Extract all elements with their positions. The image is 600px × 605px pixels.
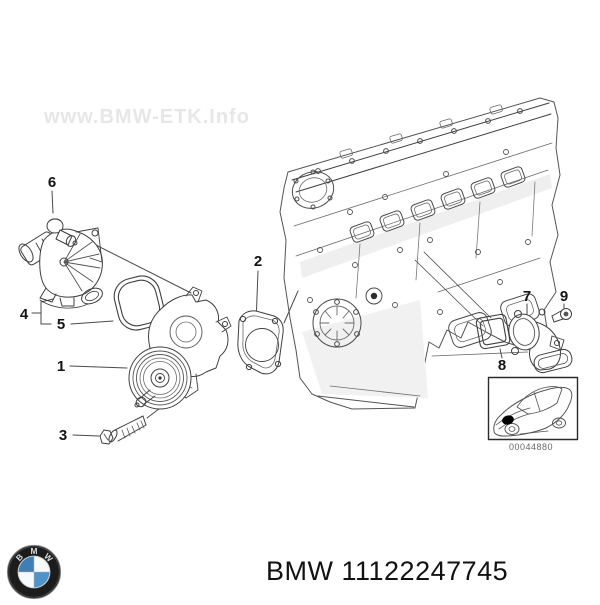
callout-7: 7 <box>523 288 531 305</box>
part-location-dot <box>502 415 514 425</box>
logo-letter-b: B <box>14 552 25 563</box>
footer-part-number: 11122247745 <box>341 556 509 586</box>
roundel-quarter-white-tr <box>34 556 50 572</box>
footer-brand: BMW <box>266 556 334 586</box>
callout-4: 4 <box>20 306 29 323</box>
footer-part-label: BMW 11122247745 <box>266 556 508 587</box>
pump-gasket-drawing <box>237 310 284 375</box>
flange-gasket-drawing <box>475 313 511 350</box>
callout-8: 8 <box>498 357 506 374</box>
bmw-logo: B M W <box>4 544 64 600</box>
image-number: 00044880 <box>509 442 553 452</box>
callout-6: 6 <box>48 174 56 191</box>
thermostat-housing-drawing <box>18 227 103 309</box>
callout-3: 3 <box>59 427 67 444</box>
bolt-drawing <box>99 415 147 445</box>
engine-block-drawing <box>279 97 561 410</box>
small-bolt-drawing <box>551 308 572 323</box>
roundel-quarter-blue-tl <box>18 556 34 572</box>
exploded-parts-diagram: 00044880 1 2 3 4 5 6 7 8 9 <box>18 97 579 452</box>
car-thumbnail: 00044880 <box>487 376 579 452</box>
callout-5: 5 <box>57 316 65 333</box>
roundel-quarter-white-bl <box>18 572 34 588</box>
watermark-text: www.BMW-ETK.Info <box>44 106 250 128</box>
callout-1: 1 <box>57 358 65 375</box>
temperature-sensor-drawing <box>46 218 78 247</box>
roundel-quarter-blue-br <box>34 572 50 588</box>
callout-2: 2 <box>254 253 262 270</box>
callout-9: 9 <box>560 288 568 305</box>
logo-letter-m: M <box>31 546 38 556</box>
water-pump-drawing <box>128 286 232 410</box>
callout-labels: 1 2 3 4 5 6 7 8 9 <box>20 174 568 444</box>
oring-gasket-drawing <box>113 275 165 331</box>
